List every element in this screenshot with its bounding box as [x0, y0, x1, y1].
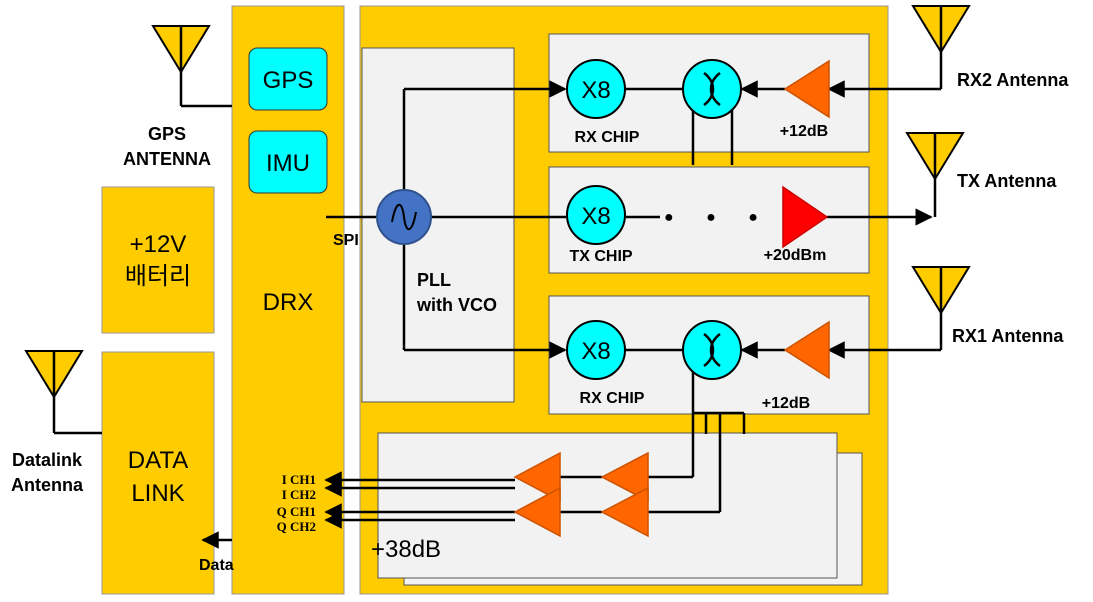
baseband-amp-i1-icon	[513, 451, 561, 503]
tx-multiplier-label: X8	[581, 203, 610, 230]
rx2-chip-label: RX CHIP	[575, 129, 640, 146]
baseband-panel	[377, 432, 838, 579]
gps-antenna-label-line2: ANTENNA	[123, 149, 211, 169]
tx-pa-power-label: +20dBm	[764, 247, 827, 264]
datalink-antenna-label-line2: Antenna	[11, 475, 84, 495]
rx1-multiplier-label: X8	[581, 338, 610, 365]
battery-label-voltage: +12V	[130, 231, 187, 258]
signal-lines	[201, 80, 941, 549]
rx2-multiplier: X8	[566, 59, 626, 119]
drx-label: DRX	[263, 289, 314, 316]
rx1-lna-icon	[783, 320, 830, 380]
pll-vco-icon	[376, 189, 432, 245]
datalink-antenna-icon	[24, 350, 102, 435]
rx1-antenna-icon	[911, 266, 971, 350]
pll-label-line2: with VCO	[416, 295, 497, 315]
rx2-antenna-icon	[911, 5, 971, 89]
pll-label-line1: PLL	[417, 270, 451, 290]
datalink-label-line2: LINK	[131, 480, 184, 507]
rx2-multiplier-label: X8	[581, 77, 610, 104]
channel-label-q1: Q CH1	[277, 504, 316, 519]
baseband-amp-i2-icon	[600, 451, 649, 503]
channel-label-i1: I CH1	[282, 472, 316, 487]
battery-block	[101, 186, 215, 334]
datalink-antenna-label-line1: Datalink	[12, 450, 83, 470]
rx1-antenna-label: RX1 Antenna	[952, 326, 1064, 346]
rx1-mixer-icon	[682, 320, 742, 380]
tx-antenna-label: TX Antenna	[957, 171, 1057, 191]
rx1-lna-gain-label: +12dB	[762, 395, 810, 412]
imu-module	[248, 130, 328, 194]
tx-dots: ● ● ●	[664, 209, 772, 226]
channel-label-q2: Q CH2	[277, 519, 316, 534]
gps-module-label: GPS	[263, 67, 314, 94]
spi-label: SPI	[333, 232, 359, 249]
rx2-antenna-label: RX2 Antenna	[957, 70, 1069, 90]
data-label: Data	[199, 557, 234, 574]
tx-chip-label: TX CHIP	[569, 248, 632, 265]
tx-antenna-icon	[905, 132, 965, 217]
tx-multiplier: X8	[566, 185, 626, 245]
imu-module-label: IMU	[266, 150, 310, 177]
gps-antenna-icon	[151, 25, 232, 108]
rx2-lna-gain-label: +12dB	[780, 123, 828, 140]
battery-label-korean: 배터리	[125, 263, 191, 290]
datalink-label-line1: DATA	[128, 447, 188, 474]
baseband-amp-q1-icon	[513, 486, 561, 538]
baseband-amp-q2-icon	[600, 486, 649, 538]
datalink-block	[101, 351, 215, 595]
channel-label-i2: I CH2	[282, 487, 316, 502]
tx-pa-icon	[782, 185, 829, 249]
gps-antenna-label-line1: GPS	[148, 124, 186, 144]
rx1-multiplier: X8	[566, 320, 626, 380]
rx2-lna-icon	[783, 59, 830, 119]
gps-module	[248, 47, 328, 111]
baseband-gain-label: +38dB	[371, 536, 441, 563]
rx1-chip-label: RX CHIP	[580, 390, 645, 407]
rx2-mixer-icon	[682, 59, 742, 119]
